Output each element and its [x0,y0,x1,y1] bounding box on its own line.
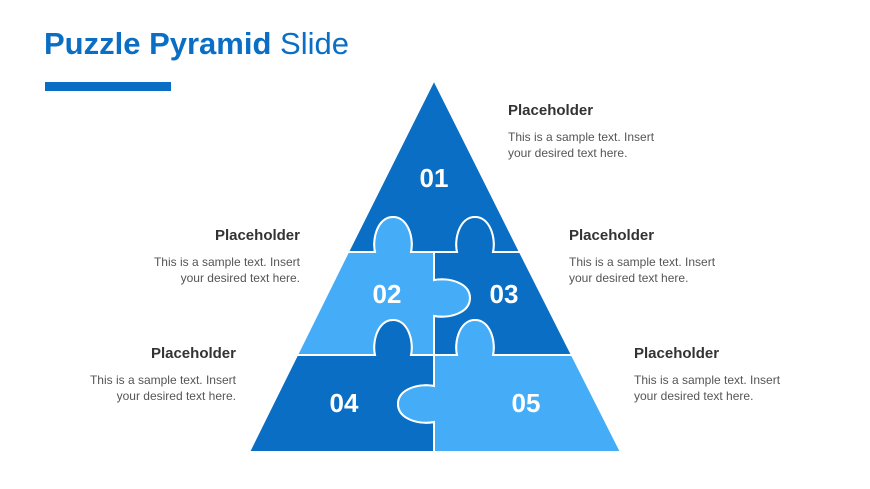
callout-text-line: This is a sample text. Insert [89,373,236,387]
callout-text: This is a sample text. Insert your desir… [508,129,708,161]
callout-03: Placeholder This is a sample text. Inser… [569,227,769,286]
slide-title: Puzzle Pyramid Slide [44,26,349,62]
slide-title-light: Slide [280,26,349,61]
callout-text-line: your desired text here. [180,271,300,285]
callout-text-line: your desired text here. [116,389,236,403]
callout-text-line: your desired text here. [634,389,754,403]
callout-heading: Placeholder [508,102,594,119]
callout-heading: Placeholder [634,345,720,362]
piece-number-01: 01 [420,163,449,193]
callout-heading: Placeholder [214,227,300,244]
callout-text-line: This is a sample text. Insert [508,130,655,144]
piece-number-02: 02 [373,279,402,309]
slide-title-bold: Puzzle Pyramid [44,26,272,61]
callout-text: This is a sample text. Insert your desir… [100,254,300,286]
title-underline-bar [45,82,171,91]
callout-05: Placeholder This is a sample text. Inser… [634,345,834,404]
callout-heading: Placeholder [569,227,655,244]
callout-text: This is a sample text. Insert your desir… [634,372,834,404]
piece-number-05: 05 [512,388,541,418]
callout-text-line: This is a sample text. Insert [153,255,300,269]
callout-02: Placeholder This is a sample text. Inser… [100,227,300,286]
callout-text: This is a sample text. Insert your desir… [569,254,769,286]
callout-heading: Placeholder [150,345,236,362]
callout-04: Placeholder This is a sample text. Inser… [36,345,236,404]
callout-text: This is a sample text. Insert your desir… [36,372,236,404]
callout-01: Placeholder This is a sample text. Inser… [508,102,708,161]
callout-text-line: your desired text here. [569,271,689,285]
piece-number-03: 03 [490,279,519,309]
callout-text-line: your desired text here. [508,146,628,160]
callout-text-line: This is a sample text. Insert [569,255,716,269]
callout-text-line: This is a sample text. Insert [634,373,781,387]
piece-number-04: 04 [330,388,359,418]
puzzle-piece-05[interactable] [396,318,623,453]
